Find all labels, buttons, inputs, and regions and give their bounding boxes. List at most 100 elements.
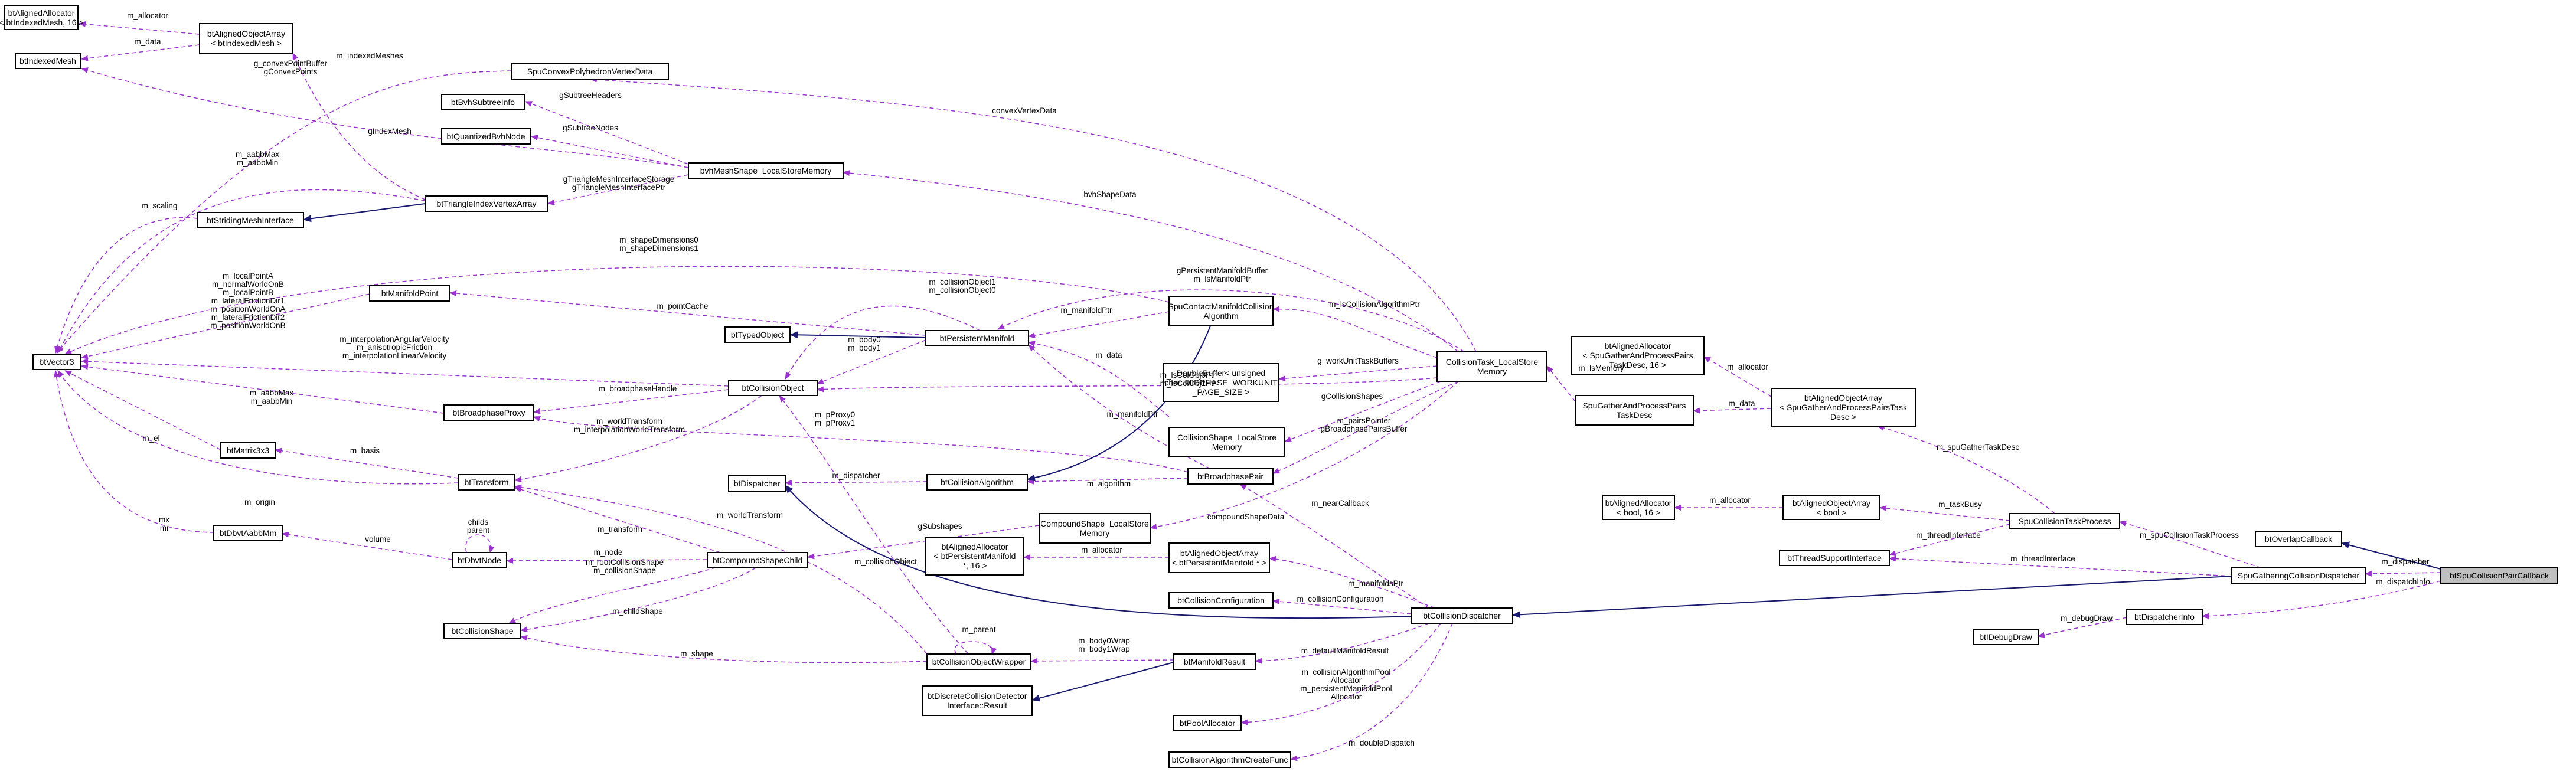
edge-label: m_scaling: [142, 201, 178, 210]
class-name: btManifoldResult: [1184, 657, 1245, 666]
class-node-arr_gather[interactable]: btAlignedObjectArray< SpuGatherAndProces…: [1771, 388, 1916, 427]
class-node-indexedmesh[interactable]: btIndexedMesh: [15, 53, 81, 69]
class-node-compoundchild[interactable]: btCompoundShapeChild: [707, 552, 808, 568]
class-node-debugdraw[interactable]: btIDebugDraw: [1973, 629, 2039, 645]
edge-label: m_collisionObject0: [929, 286, 995, 295]
class-node-spugathering[interactable]: SpuGatheringCollisionDispatcher: [2231, 567, 2366, 584]
usage-edge-e_manifoldptr: [1028, 311, 1170, 339]
class-node-poolalloc[interactable]: btPoolAllocator: [1173, 715, 1242, 731]
class-node-collisionalgorithm[interactable]: btCollisionAlgorithm: [926, 474, 1028, 491]
edge-label: gSubtreeNodes: [563, 123, 618, 132]
class-name: btPoolAllocator: [1180, 718, 1236, 728]
inheritance-edge-i_spugathering: [1512, 576, 2232, 619]
class-node-trivertex[interactable]: btTriangleIndexVertexArray: [425, 195, 548, 212]
class-node-broadphasepair[interactable]: btBroadphasePair: [1187, 468, 1274, 485]
class-name: < bool >: [1817, 508, 1847, 517]
class-node-broadphaseproxy[interactable]: btBroadphaseProxy: [443, 404, 534, 421]
class-box: [369, 285, 450, 302]
class-node-collisionobject[interactable]: btCollisionObject: [728, 380, 818, 396]
class-box: [425, 195, 548, 212]
edge-label: m_manifoldPtr: [1060, 306, 1112, 315]
usage-edge-e_shapedims: [64, 266, 1170, 355]
edge-label: m_body0: [848, 335, 881, 344]
edge-label: bvhShapeData: [1083, 190, 1137, 199]
class-node-dbvtnode[interactable]: btDbvtNode: [452, 552, 507, 568]
class-node-transform[interactable]: btTransform: [458, 474, 515, 491]
class-node-bvhsubtree[interactable]: btBvhSubtreeInfo: [441, 94, 525, 110]
class-node-collisionshape_ls[interactable]: CollisionShape_LocalStoreMemory: [1168, 427, 1285, 457]
edge-label: m_basis: [350, 446, 380, 455]
class-node-compoundls[interactable]: CompoundShape_LocalStoreMemory: [1039, 513, 1151, 544]
class-name: btCollisionAlgorithm: [941, 478, 1014, 487]
class-node-createfunc[interactable]: btCollisionAlgorithmCreateFunc: [1168, 751, 1291, 768]
edge-label: m_collisionObject: [854, 557, 917, 566]
edge-label: m_worldTransform: [596, 417, 662, 426]
class-node-overlapcallback[interactable]: btOverlapCallback: [2255, 531, 2342, 547]
edge-label: gSubshapes: [918, 522, 962, 531]
usage-edge-e_scaling: [54, 217, 198, 354]
class-node-collisiontask[interactable]: CollisionTask_LocalStoreMemory: [1436, 351, 1547, 382]
class-node-arr_bool[interactable]: btAlignedObjectArray< bool >: [1782, 495, 1880, 520]
class-node-spupaircallback[interactable]: btSpuCollisionPairCallback: [2440, 567, 2558, 584]
class-node-manifoldresult[interactable]: btManifoldResult: [1173, 653, 1256, 670]
edge-label: compoundShapeData: [1207, 512, 1285, 521]
class-node-arr_pm[interactable]: btAlignedObjectArray< btPersistentManifo…: [1168, 542, 1270, 573]
class-node-typedobject[interactable]: btTypedObject: [724, 326, 791, 343]
inheritance-edge-i_manifoldresult: [1031, 662, 1174, 702]
class-name: btManifoldPoint: [381, 289, 439, 298]
class-node-collisionshape[interactable]: btCollisionShape: [443, 623, 521, 639]
class-node-spucollisiontask[interactable]: SpuCollisionTaskProcess: [2009, 513, 2120, 529]
class-box: [441, 94, 525, 110]
class-node-dbvtaabbmm[interactable]: btDbvtAabbMm: [213, 525, 283, 541]
class-name: Desc >: [1830, 412, 1856, 421]
edge-label: m_collisionShape: [593, 566, 656, 575]
class-name: < btIndexedMesh, 16 >: [0, 18, 84, 27]
class-node-alloc_pm[interactable]: btAlignedAllocator< btPersistentManifold…: [925, 537, 1024, 576]
class-box: [458, 474, 515, 491]
class-node-alloc_gather[interactable]: btAlignedAllocator< SpuGatherAndProcessP…: [1571, 336, 1705, 375]
usage-edge-e_transform: [514, 486, 721, 553]
class-name: btCollisionShape: [451, 626, 513, 636]
class-box: [926, 474, 1028, 491]
edge-label: m_shape: [680, 649, 713, 658]
class-name: SpuGatheringCollisionDispatcher: [2238, 571, 2360, 580]
class-name: < btIndexedMesh >: [211, 38, 282, 48]
class-node-dispatcher[interactable]: btDispatcher: [728, 475, 786, 492]
class-node-collisiondispatcher[interactable]: btCollisionDispatcher: [1411, 607, 1513, 624]
class-node-persistentmanifold[interactable]: btPersistentManifold: [925, 330, 1029, 346]
class-node-bvhmesh[interactable]: bvhMeshShape_LocalStoreMemory: [688, 162, 844, 179]
class-node-stridingmesh[interactable]: btStridingMeshInterface: [197, 212, 304, 228]
class-box: [925, 537, 1024, 576]
edge-label: m_spuCollisionTaskProcess: [2140, 531, 2239, 540]
class-node-manifoldpoint[interactable]: btManifoldPoint: [369, 285, 450, 302]
class-name: btTriangleIndexVertexArray: [436, 199, 536, 208]
edge-label: gIndexMesh: [368, 127, 412, 136]
class-node-arr_mesh[interactable]: btAlignedObjectArray< btIndexedMesh >: [199, 23, 293, 54]
class-name: btStridingMeshInterface: [207, 215, 294, 225]
class-node-collisionconfig[interactable]: btCollisionConfiguration: [1168, 592, 1274, 609]
usage-edge-e_gsubshapes: [807, 525, 1040, 560]
class-name: CollisionShape_LocalStore: [1177, 433, 1276, 442]
class-node-matrix3x3[interactable]: btMatrix3x3: [220, 442, 276, 459]
edge-label: gSubtreeHeaders: [559, 91, 622, 100]
class-node-alloc_bool[interactable]: btAlignedAllocator< bool, 16 >: [1602, 495, 1675, 520]
edge-label: gBroadphasePairsBuffer: [1321, 424, 1408, 433]
usage-edge-e_pointcache: [449, 290, 926, 336]
class-node-vector3[interactable]: btVector3: [32, 354, 81, 370]
class-box: [220, 442, 276, 459]
class-node-quantbvh[interactable]: btQuantizedBvhNode: [441, 128, 531, 145]
class-node-objwrapper[interactable]: btCollisionObjectWrapper: [926, 653, 1031, 670]
usage-edge-e_convexvertexdata: [590, 76, 1477, 352]
class-name: SpuContactManifoldCollision: [1168, 302, 1274, 311]
class-node-alloc_mesh[interactable]: btAlignedAllocator< btIndexedMesh, 16 >: [0, 5, 84, 30]
class-node-threadsupport[interactable]: btThreadSupportInterface: [1779, 550, 1890, 566]
class-node-dispatcherinfo[interactable]: btDispatcherInfo: [2126, 609, 2203, 625]
class-box: [4, 5, 79, 30]
edge-label: m_lsColObj0Ptr: [1160, 371, 1216, 380]
class-node-spuconvex[interactable]: SpuConvexPolyhedronVertexData: [511, 63, 669, 80]
class-node-discreteresult[interactable]: btDiscreteCollisionDetectorInterface::Re…: [922, 685, 1033, 716]
